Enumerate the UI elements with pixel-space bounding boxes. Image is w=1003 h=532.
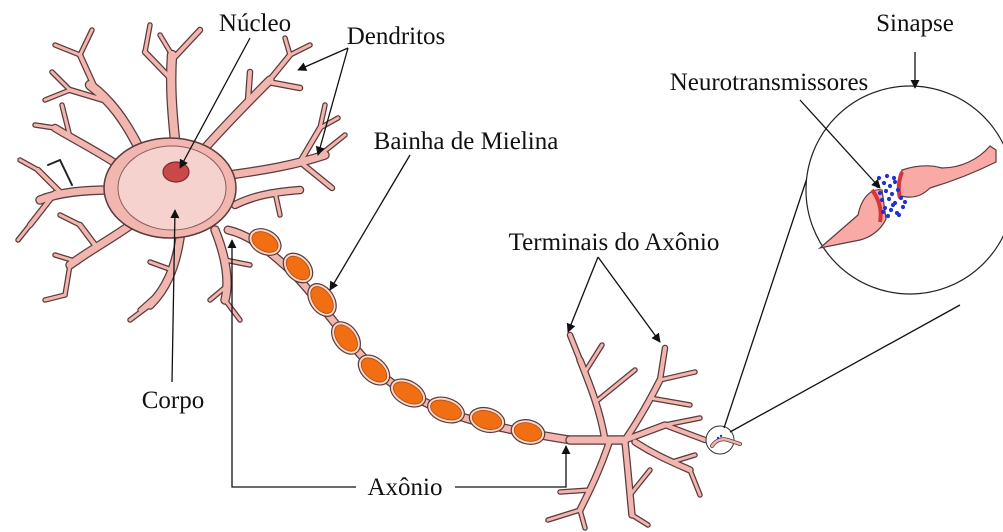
neurotransmitter-dot [901, 205, 905, 209]
pointer-nucleo [180, 38, 250, 168]
neurotransmitter-dot [899, 196, 903, 200]
axon-terminals [548, 335, 705, 528]
synapse-small [706, 426, 740, 454]
neurotransmitter-dot [891, 203, 895, 207]
myelin-sheath [244, 223, 547, 447]
myelin-segment [509, 416, 548, 447]
neurotransmitter-dot [880, 198, 884, 202]
myelin-segment [278, 247, 319, 288]
pointer-terminais-2 [598, 257, 660, 342]
neurotransmitter-dot [883, 206, 887, 210]
label-sinapse: Sinapse [876, 10, 954, 37]
neurotransmitter-dot [889, 208, 893, 212]
neurotransmitter-dot [887, 197, 891, 201]
synapse-zoom [806, 86, 1003, 294]
label-bainha-de-mielina: Bainha de Mielina [374, 128, 559, 155]
neurotransmitter-dot [888, 184, 892, 188]
label-neurotransmissores: Neurotransmissores [670, 69, 869, 96]
neurotransmitter-dot [897, 213, 901, 217]
label-axonio: Axônio [368, 474, 443, 501]
neurotransmitter-dot [890, 192, 894, 196]
cell-body [104, 138, 236, 238]
neurotransmitter-dot [884, 189, 888, 193]
pointer-terminais-1 [568, 257, 598, 332]
neurotransmitter-dot [877, 176, 881, 180]
neurotransmitter-dot [892, 176, 896, 180]
neurotransmitter-dot [878, 191, 882, 195]
label-nucleo: Núcleo [219, 10, 291, 37]
pointer-dendritos-1 [298, 48, 348, 70]
neurotransmitter-dot [882, 181, 886, 185]
neurotransmitter-dot [886, 214, 890, 218]
label-terminais-do-axonio: Terminais do Axônio [509, 229, 720, 256]
pointer-axonio-right [455, 446, 566, 487]
label-corpo: Corpo [142, 387, 205, 414]
neurotransmitter-dot [881, 210, 885, 214]
myelin-segment [424, 393, 468, 428]
label-dendritos: Dendritos [347, 23, 446, 50]
zoom-line-top [724, 175, 808, 428]
neurotransmitter-dot [893, 180, 897, 184]
neurotransmitter-dot [885, 174, 889, 178]
neurotransmitter-dot [903, 200, 907, 204]
soma-inner [118, 146, 226, 230]
nucleus [163, 162, 189, 182]
axon [228, 230, 570, 440]
pointer-bainha [330, 155, 410, 290]
zoom-line-bottom [730, 305, 960, 432]
neurotransmitter-dot [896, 188, 900, 192]
